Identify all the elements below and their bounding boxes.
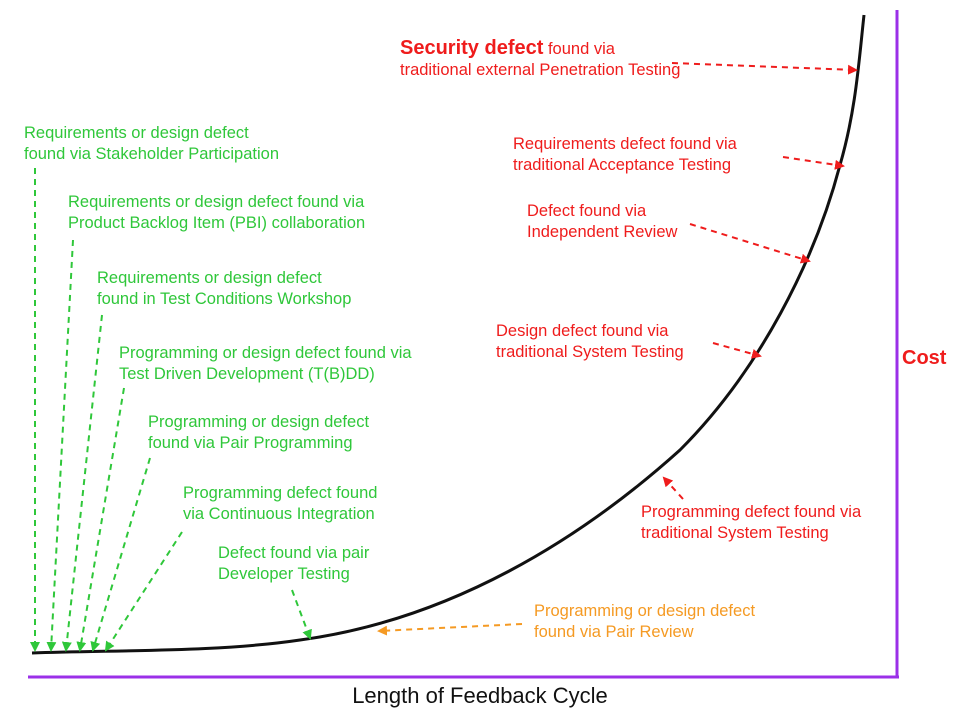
label-independent-review-line2: Independent Review <box>527 223 678 241</box>
label-independent-review: Defect found via Independent Review <box>527 201 677 243</box>
label-stakeholder-line2: found via Stakeholder Participation <box>24 145 279 163</box>
label-security: Security defect found via traditional ex… <box>400 38 680 81</box>
label-ci-line2: via Continuous Integration <box>183 505 375 523</box>
label-acceptance-line2: traditional Acceptance Testing <box>513 156 732 174</box>
label-pair-programming-line2: found via Pair Programming <box>148 434 353 452</box>
arrow-programming-system <box>662 476 684 500</box>
label-programming-system: Programming defect found via traditional… <box>641 502 861 544</box>
green-arrows <box>30 168 312 652</box>
arrow-independent-review <box>689 223 811 264</box>
label-pbi-line2: Product Backlog Item (PBI) collaboration <box>68 214 366 232</box>
label-tdd-line2: Test Driven Development (T(B)DD) <box>119 365 375 383</box>
label-design-system: Design defect found via traditional Syst… <box>496 321 684 363</box>
label-design-system-line1: Design defect found via <box>496 322 669 340</box>
label-workshop-line1: Requirements or design defect <box>97 269 322 287</box>
label-pbi: Requirements or design defect found via … <box>68 192 365 234</box>
label-security-line2: traditional external Penetration Testing <box>400 61 681 79</box>
label-acceptance: Requirements defect found via traditiona… <box>513 134 737 176</box>
label-workshop: Requirements or design defect found in T… <box>97 268 351 310</box>
label-pair-programming: Programming or design defect found via P… <box>148 412 369 454</box>
label-design-system-line2: traditional System Testing <box>496 343 684 361</box>
label-tdd-line1: Programming or design defect found via <box>119 344 412 362</box>
label-pbi-line1: Requirements or design defect found via <box>68 193 365 211</box>
label-pair-review-line2: found via Pair Review <box>534 623 694 641</box>
label-pair-review: Programming or design defect found via P… <box>534 601 755 643</box>
x-axis-label: Length of Feedback Cycle <box>352 683 608 708</box>
label-workshop-line2: found in Test Conditions Workshop <box>97 290 352 308</box>
label-dev-testing-line1: Defect found via pair <box>218 544 370 562</box>
cost-curve <box>31 14 866 655</box>
label-dev-testing: Defect found via pair Developer Testing <box>218 543 369 585</box>
label-stakeholder: Requirements or design defect found via … <box>24 123 279 165</box>
arrow-design-system <box>712 342 762 359</box>
red-arrows <box>662 62 858 500</box>
label-independent-review-line1: Defect found via <box>527 202 647 220</box>
label-security-bold: Security defect <box>400 37 544 59</box>
arrow-acceptance <box>782 156 845 170</box>
arrow-pair-programming <box>90 457 151 652</box>
arrow-security <box>671 62 858 75</box>
label-pair-programming-line1: Programming or design defect <box>148 413 370 431</box>
label-acceptance-line1: Requirements defect found via <box>513 135 737 153</box>
arrow-workshop <box>61 314 103 652</box>
arrow-pbi <box>46 239 74 652</box>
label-ci: Programming defect found via Continuous … <box>183 483 377 525</box>
label-programming-system-line1: Programming defect found via <box>641 503 862 521</box>
label-pair-review-line1: Programming or design defect <box>534 602 756 620</box>
label-programming-system-line2: traditional System Testing <box>641 524 829 542</box>
label-stakeholder-line1: Requirements or design defect <box>24 124 249 142</box>
arrow-tdd <box>76 387 125 652</box>
label-security-rest: found via <box>543 40 615 58</box>
arrow-pair-review <box>377 623 523 636</box>
label-dev-testing-line2: Developer Testing <box>218 565 350 583</box>
label-ci-line1: Programming defect found <box>183 484 378 502</box>
arrow-ci <box>104 531 183 652</box>
label-tdd: Programming or design defect found via T… <box>119 343 412 385</box>
arrow-dev-testing <box>291 589 312 640</box>
y-axis-label: Cost <box>902 347 947 369</box>
